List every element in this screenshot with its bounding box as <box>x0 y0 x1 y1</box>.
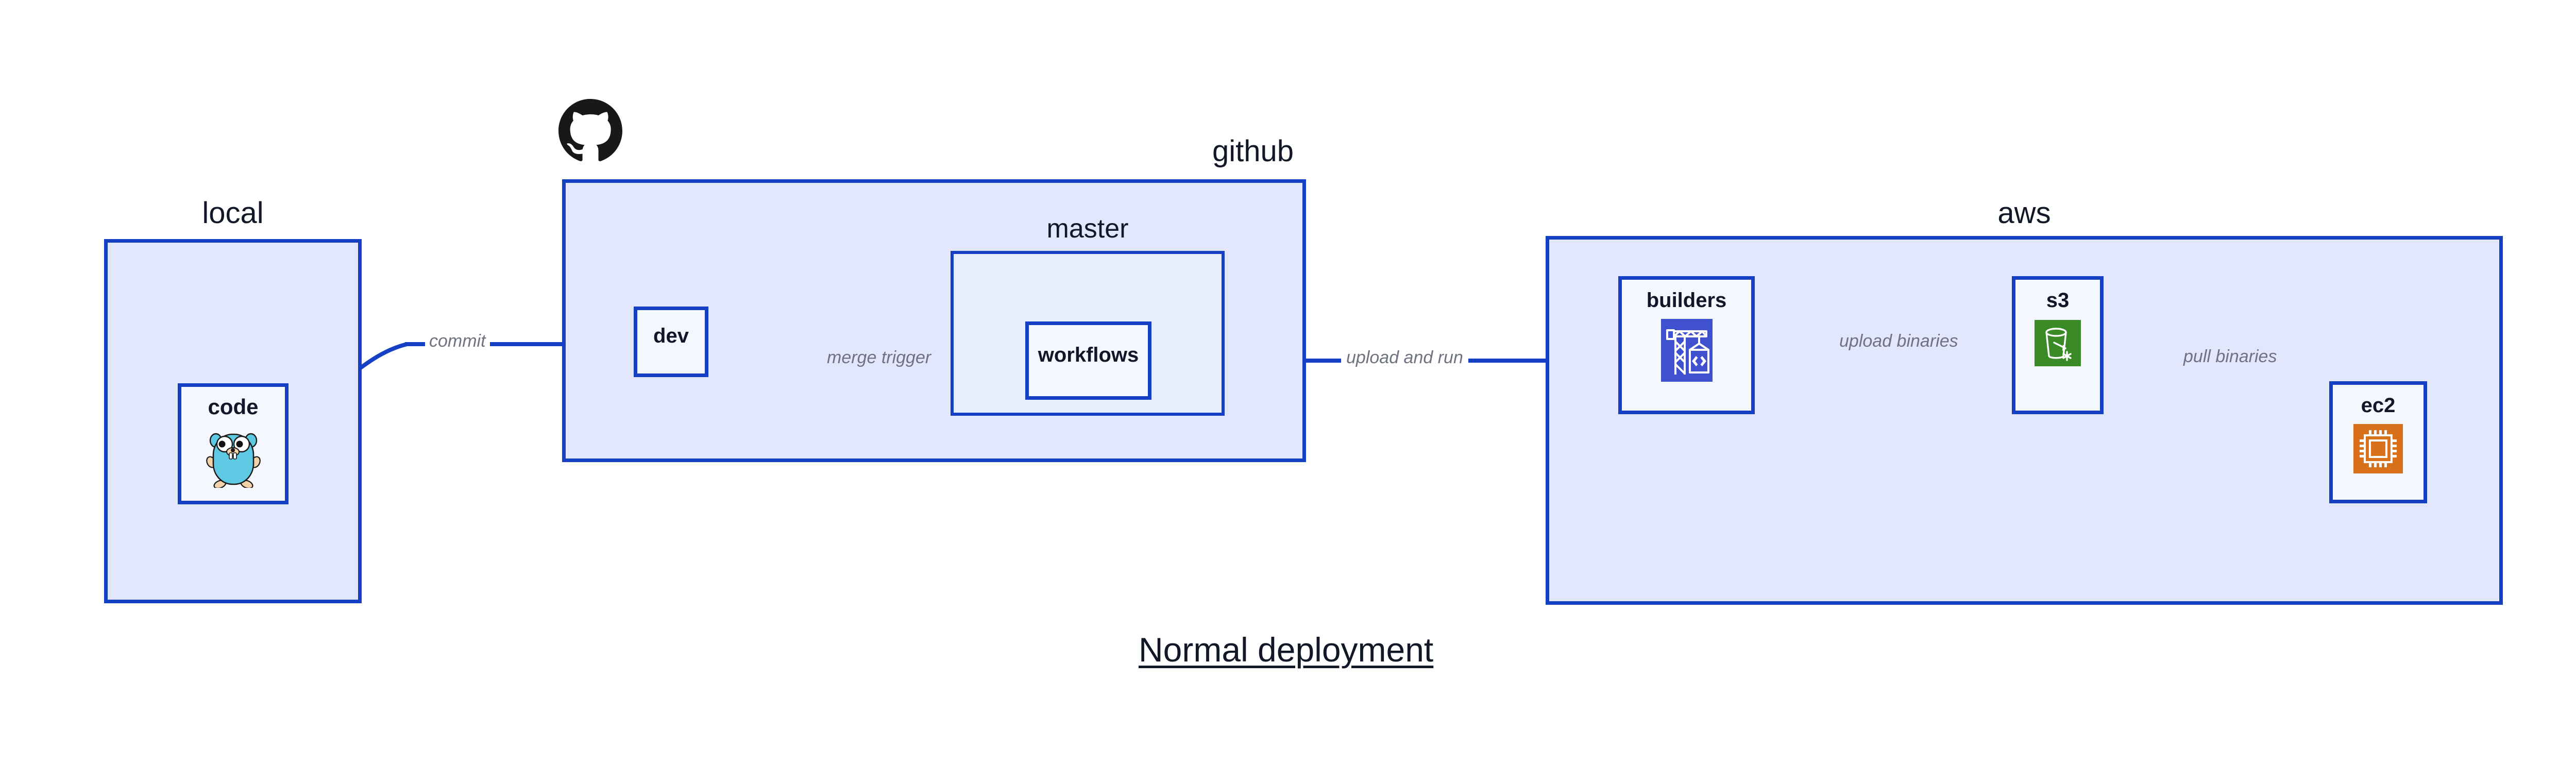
edge-label-commit: commit <box>425 332 490 350</box>
edge-label-upload-and-run: upload and run <box>1341 349 1468 366</box>
node-builders[interactable]: builders <box>1618 276 1755 414</box>
edge-label-upload-binaries: upload binaries <box>1834 332 1963 350</box>
cluster-github-label: github <box>1212 134 1294 168</box>
edge-label-pull-binaries: pull binaries <box>2178 348 2282 365</box>
node-code-label: code <box>208 395 259 419</box>
node-workflows[interactable]: workflows <box>1025 321 1151 400</box>
cluster-master-label: master <box>1046 214 1129 244</box>
cluster-aws-label: aws <box>1997 196 2051 230</box>
node-dev-label: dev <box>653 325 689 347</box>
edge-label-merge-trigger: merge trigger <box>822 349 937 366</box>
node-workflows-label: workflows <box>1038 344 1139 366</box>
node-ec2[interactable]: ec2 <box>2329 381 2427 503</box>
crane-builders-icon <box>1660 319 1713 382</box>
node-s3[interactable]: s3 <box>2012 276 2104 414</box>
github-octocat-icon <box>558 99 622 165</box>
aws-s3-bucket-icon <box>2035 320 2081 366</box>
node-s3-label: s3 <box>2046 289 2070 312</box>
diagram-title: Normal deployment <box>1139 631 1434 669</box>
go-gopher-icon <box>205 427 262 488</box>
node-code[interactable]: code <box>178 383 289 504</box>
node-dev[interactable]: dev <box>634 307 708 377</box>
aws-ec2-chip-icon <box>2353 424 2403 473</box>
node-ec2-label: ec2 <box>2361 394 2396 417</box>
cluster-local-label: local <box>202 196 264 230</box>
node-builders-label: builders <box>1646 289 1727 312</box>
